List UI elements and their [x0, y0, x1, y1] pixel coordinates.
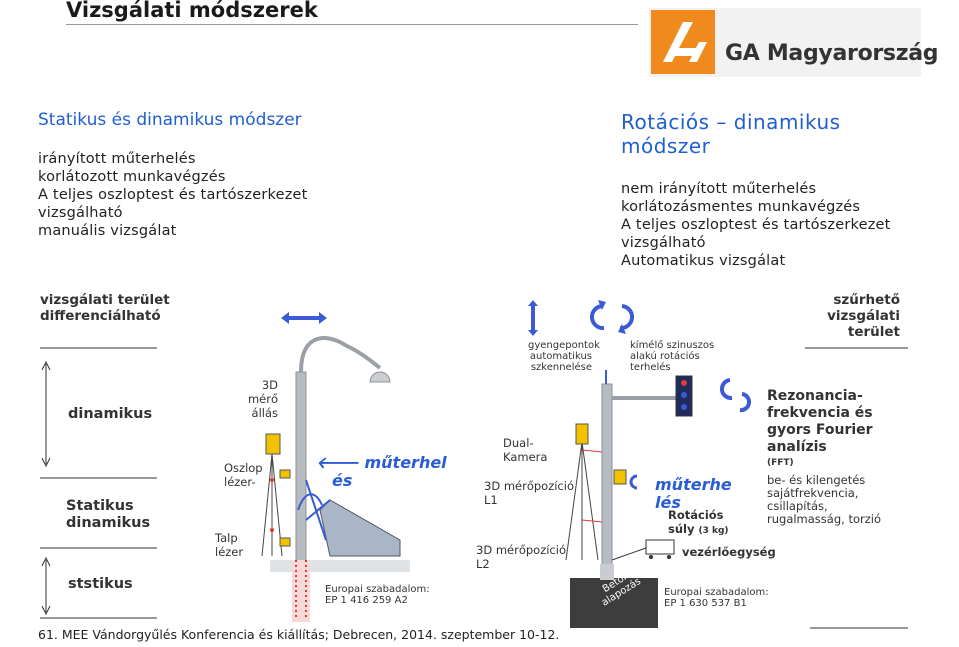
street-pole	[601, 383, 613, 585]
rotary-weight	[613, 469, 627, 485]
logo-ga-shape-2	[689, 42, 707, 62]
tripod	[565, 441, 599, 561]
lamp-head	[369, 371, 391, 383]
arrow-head	[41, 457, 51, 468]
page-title: Vizsgálati módszerek	[66, 0, 318, 22]
arrow-head	[41, 556, 51, 567]
footer-conference: 61. MEE Vándorgyűlés Konferencia és kiál…	[38, 627, 560, 642]
rotary-weight-label: Rotációs súly (3 kg)	[668, 508, 729, 536]
load-cable	[305, 499, 331, 521]
pole-arm	[299, 336, 382, 373]
pole-base	[600, 564, 614, 580]
laser-dot	[270, 478, 274, 482]
measuring-position-l2: 3D mérőpozíció L2	[476, 543, 566, 571]
static-dynamic-heading: Statikus és dinamikus módszer	[38, 110, 302, 130]
patent-left: Europai szabadalom: EP 1 416 259 A2	[325, 584, 430, 606]
row-label-statikus-dinamikus: Statikus dinamikus	[66, 498, 151, 531]
list-item: manuális vizsgálat	[38, 223, 177, 239]
weak-points-label: gyengepontok automatikus szkennelése	[528, 340, 600, 373]
street-pole	[295, 371, 307, 573]
horizontal-load-arrow	[281, 312, 327, 324]
load-curve	[297, 493, 323, 511]
patent-right: Europai szabadalom: EP 1 630 537 B1	[664, 587, 769, 609]
rotation-arrowhead	[598, 300, 606, 310]
list-item: nem irányított műterhelés	[621, 181, 817, 197]
base-laser-label: Talp lézer	[215, 531, 244, 559]
pole-foundation	[292, 560, 310, 622]
rotational-list: nem irányított műterhelés korlátozásment…	[621, 180, 891, 270]
laser-sensor	[279, 469, 291, 479]
area-left-label: vizsgálati terület differenciálható	[40, 292, 170, 324]
list-item: korlátozott munkavégzés	[38, 169, 226, 185]
wheel	[649, 555, 653, 559]
traffic-light-lamp	[681, 404, 687, 410]
sinusoidal-load-label: kímélő szinuszos alakú rotációs terhelés	[630, 340, 715, 373]
rotation-indicator	[629, 474, 638, 490]
ga-logo-mark	[651, 10, 715, 74]
arrow-head	[41, 605, 51, 616]
list-item: A teljes oszloptest és tartószerkezet	[38, 187, 308, 203]
list-item: irányított műterhelés	[38, 151, 196, 167]
list-item: korlátozásmentes munkavégzés	[621, 199, 861, 215]
traffic-light-lamp	[681, 392, 687, 398]
list-item: vizsgálható	[38, 205, 123, 221]
arrow-head	[41, 360, 51, 371]
title-underline	[66, 24, 638, 25]
resonance-label: Rezonancia- frekvencia és gyors Fourier …	[767, 388, 873, 455]
dual-camera-label: Dual- Kamera	[503, 436, 548, 464]
camera-yellow	[265, 433, 281, 455]
rotation-arrowhead	[618, 324, 626, 334]
logo-text: GA Magyarország	[725, 41, 939, 66]
pole-laser-label: Oszlop lézer-	[224, 461, 263, 489]
row-label-ststikus: ststikus	[68, 576, 133, 592]
list-item: A teljes oszloptest és tartószerkezet	[621, 217, 891, 233]
load-rig	[319, 499, 401, 557]
rotational-heading: Rotációs – dinamikus módszer	[621, 110, 841, 158]
logo-ga-shape	[663, 22, 697, 62]
rotational-heading-line1: Rotációs – dinamikus	[621, 110, 841, 134]
rotation-icon	[619, 304, 635, 331]
list-item: vizsgálható	[621, 235, 706, 251]
rotation-icon	[739, 392, 752, 413]
measuring-position-l1: 3D mérőpozíció L1	[484, 479, 574, 507]
list-item: Automatikus vizsgálat	[621, 253, 786, 269]
rotational-heading-line2: módszer	[621, 134, 711, 158]
laser-sensor	[279, 537, 291, 547]
area-right-label: szűrhető vizsgálati terület	[827, 292, 900, 340]
laser-beam	[581, 519, 603, 523]
control-unit	[645, 539, 675, 555]
artificial-load-left-label: 🡐 műterhel és	[316, 453, 447, 490]
row-label-dinamikus: dinamikus	[68, 406, 153, 422]
traffic-light-lamp	[681, 380, 687, 386]
concrete-foundation	[570, 578, 658, 628]
tripod	[261, 453, 283, 557]
control-unit-label: vezérlőegység	[682, 545, 776, 559]
cable	[611, 547, 647, 561]
measuring-position-label: 3D mérő állás	[247, 378, 278, 420]
fft-label: (FFT)	[767, 458, 794, 468]
rotation-icon	[720, 378, 733, 401]
vertical-load-arrow	[528, 300, 538, 336]
laser-dot	[270, 528, 274, 532]
load-cable	[305, 479, 327, 541]
oscillation-label: be- és kilengetés sajátfrekvencia, csill…	[767, 473, 881, 526]
ga-logo	[649, 8, 921, 77]
rotation-icon	[589, 304, 605, 331]
wheel	[667, 555, 671, 559]
dual-camera	[575, 423, 589, 445]
arrow-left-icon: 🡐	[316, 453, 365, 472]
artificial-load-right-label: műterhe lés	[655, 475, 732, 512]
ground-line	[270, 560, 410, 572]
laser-beam	[581, 449, 603, 453]
static-dynamic-list: irányított műterhelés korlátozott munkav…	[38, 150, 308, 240]
